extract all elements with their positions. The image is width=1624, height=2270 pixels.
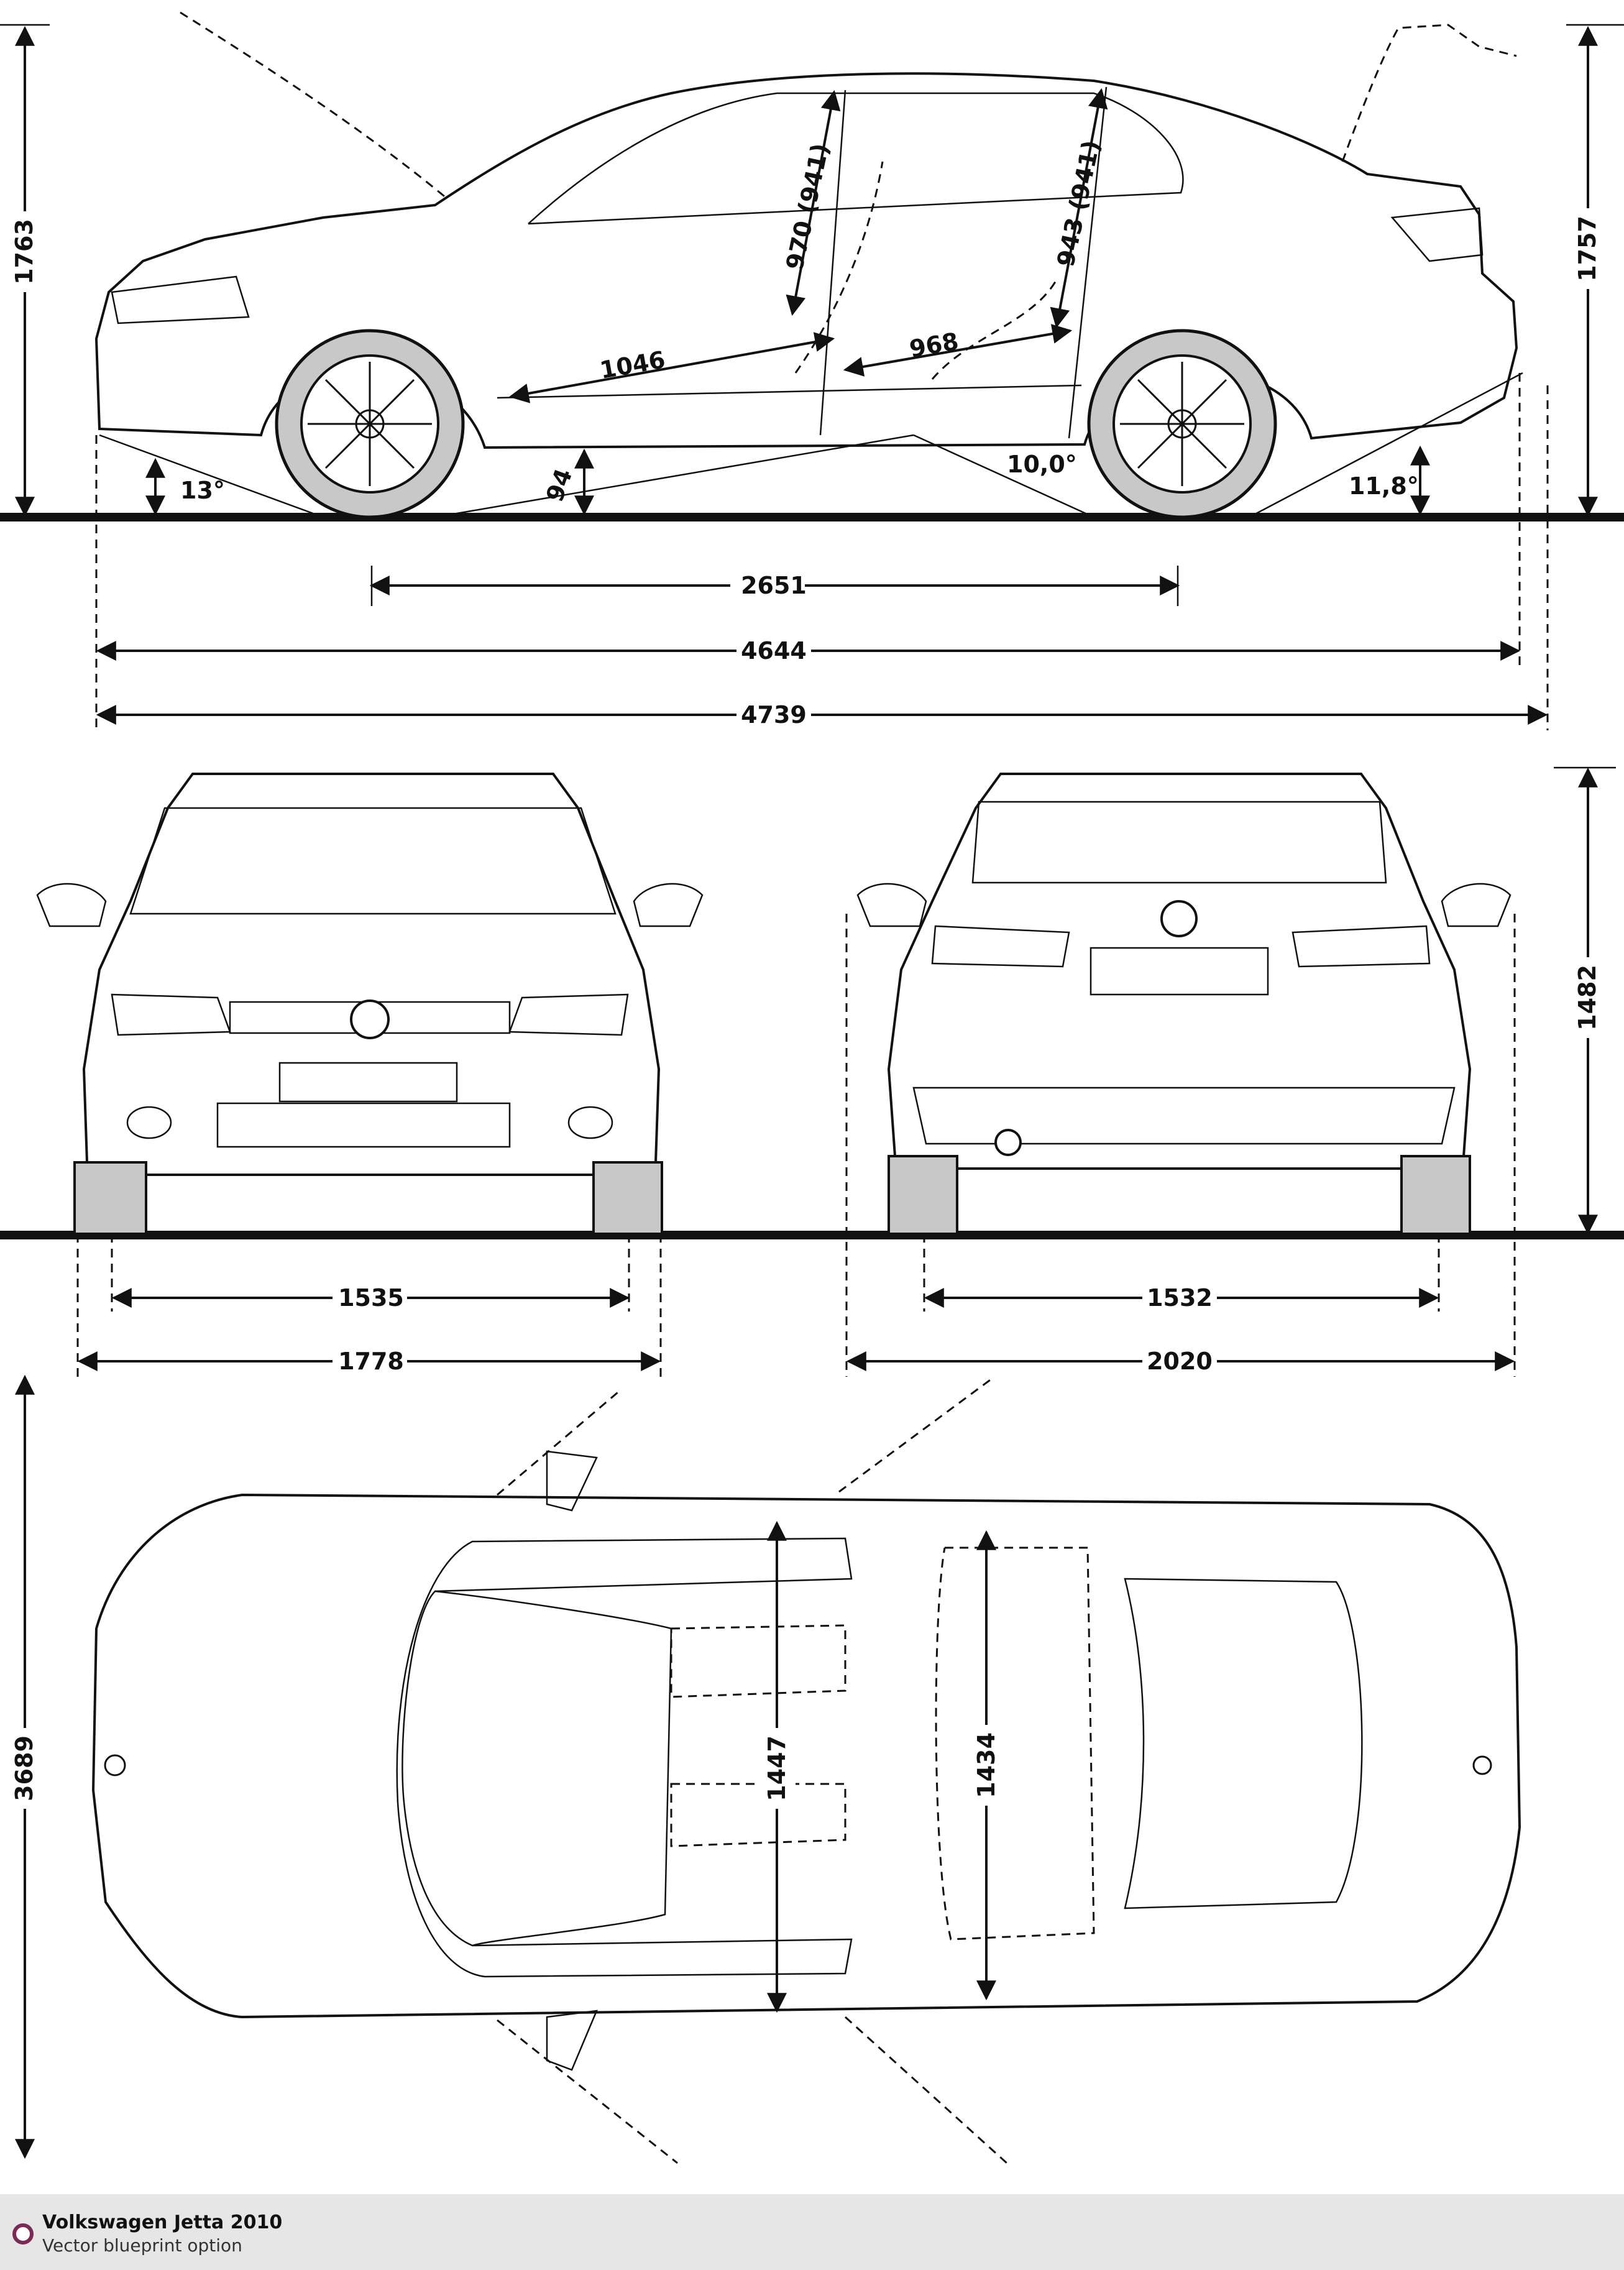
vw-logo-top-rear	[1472, 1755, 1492, 1775]
departure-line	[1249, 372, 1523, 518]
mirror-width-label: 2020	[1147, 1348, 1213, 1375]
front-license-plate	[278, 1062, 458, 1103]
front-legroom-line	[508, 332, 835, 403]
breakover-line-a	[434, 434, 914, 518]
height-front-label: 1763	[11, 219, 38, 285]
rear-right-tire	[1400, 1155, 1471, 1235]
departure-angle-label: 11,8°	[1349, 472, 1419, 500]
bullet-icon	[12, 2223, 34, 2245]
left-fog-light	[126, 1106, 172, 1139]
side-window-line	[528, 92, 1184, 225]
hood-open-arc	[180, 11, 448, 200]
rear-wheel	[1087, 329, 1277, 519]
rear-headroom-line	[1050, 88, 1108, 329]
length-label: 4644	[741, 637, 807, 664]
vw-logo-front	[350, 999, 390, 1039]
front-wheel	[275, 329, 465, 519]
front-shoulder-label: 1447	[763, 1735, 791, 1801]
front-legroom-label: 1046	[598, 346, 667, 384]
right-mirror-rear	[1441, 883, 1512, 927]
right-taillight	[1291, 925, 1431, 968]
left-taillight	[931, 925, 1070, 968]
side-body-outline	[94, 72, 1518, 449]
front-headroom-line	[786, 90, 841, 316]
rear-view: 1482 1532 2020	[845, 766, 1616, 1377]
breakover-angle-label: 10,0°	[1007, 451, 1077, 478]
windshield-top	[434, 1590, 672, 1947]
rear-left-tire	[888, 1155, 958, 1235]
left-rear-door-swing	[838, 1376, 995, 1493]
rear-window	[971, 801, 1387, 884]
right-door-swing	[497, 2019, 678, 2164]
right-mirror-front	[633, 883, 704, 927]
rear-license-plate	[1090, 947, 1269, 996]
blueprint-drawing: 1763 1757 13° 94 10,0° 11,8° 970 (941) 9…	[0, 11, 1624, 2164]
rear-window-top	[1124, 1578, 1363, 1909]
wheelbase-label: 2651	[741, 572, 807, 599]
rear-seat-top	[935, 1546, 1095, 1941]
top-length-label: 3689	[11, 1735, 38, 1801]
front-right-tire	[592, 1161, 663, 1235]
rear-bumper	[912, 1087, 1456, 1145]
footer-bar: Volkswagen Jetta 2010 Vector blueprint o…	[0, 2194, 1624, 2270]
left-mirror-top	[546, 1450, 598, 1512]
right-mirror-top	[546, 2010, 598, 2071]
front-view: 1535 1778	[0, 773, 1624, 1377]
rear-height-label: 1482	[1574, 965, 1601, 1031]
right-headlight	[508, 993, 629, 1036]
side-sill-line	[497, 384, 1082, 399]
headlight-side	[111, 275, 250, 324]
ground-clearance-label: 94	[541, 465, 577, 505]
front-seats-top	[670, 1624, 846, 1847]
vw-logo-rear	[1160, 900, 1198, 937]
vw-logo-top-front	[104, 1754, 126, 1776]
front-left-tire	[73, 1161, 147, 1235]
approach-angle-label: 13°	[180, 477, 225, 504]
left-door-swing	[497, 1388, 622, 1496]
left-headlight	[111, 993, 231, 1036]
exhaust-pipe	[994, 1129, 1022, 1156]
trunk-open-arc	[1341, 24, 1517, 162]
footer-title: Volkswagen Jetta 2010	[42, 2212, 283, 2233]
overall-length-label: 4739	[741, 701, 807, 728]
front-track-label: 1535	[338, 1284, 404, 1312]
front-width-label: 1778	[338, 1348, 404, 1375]
left-mirror-rear	[856, 883, 927, 927]
right-rear-door-swing	[844, 2016, 1008, 2164]
breakover-line-b	[913, 434, 1094, 518]
rear-legroom-line	[843, 324, 1073, 377]
rear-legroom-label: 968	[907, 328, 961, 363]
lower-grille	[216, 1102, 511, 1148]
front-headroom-label: 970 (941)	[781, 141, 834, 272]
top-glasshouse	[396, 1537, 853, 1978]
height-rear-label: 1757	[1574, 216, 1601, 282]
rear-headroom-label: 943 (941)	[1052, 138, 1105, 269]
top-view: 3689 1447 1434	[6, 1374, 1521, 2164]
footer-subtitle: Vector blueprint option	[42, 2235, 242, 2256]
rear-shoulder-label: 1434	[973, 1732, 1000, 1798]
side-view: 1763 1757 13° 94 10,0° 11,8° 970 (941) 9…	[0, 11, 1624, 730]
top-body-outline	[91, 1493, 1521, 2019]
approach-line	[99, 434, 324, 518]
windshield	[129, 807, 617, 915]
left-mirror-front	[36, 883, 107, 927]
taillight-side	[1390, 207, 1484, 262]
rear-track-label: 1532	[1147, 1284, 1213, 1312]
right-fog-light	[567, 1106, 613, 1139]
